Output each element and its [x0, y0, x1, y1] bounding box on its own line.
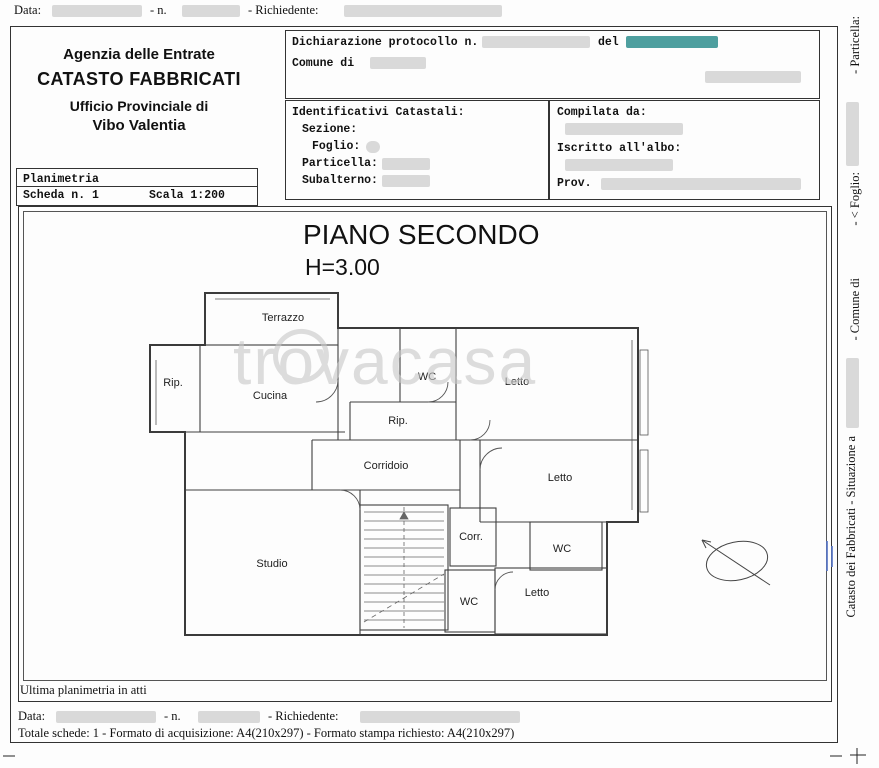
- redacted-footer-date: [56, 711, 156, 723]
- sezione-label: Sezione:: [302, 123, 358, 136]
- redacted-margin-2: [846, 358, 859, 428]
- agency-line2: CATASTO FABBRICATI: [37, 69, 241, 89]
- footer-data-label: Data:: [18, 709, 46, 723]
- redacted-number: [182, 5, 240, 17]
- watermark-pre: tr: [233, 324, 278, 398]
- redacted-extra: [705, 71, 801, 83]
- crop-marks: [3, 748, 866, 764]
- redacted-richiedente: [344, 5, 502, 17]
- redacted-subalterno: [382, 175, 430, 187]
- redacted-foglio: [366, 141, 380, 153]
- agency-line1: Agenzia delle Entrate: [63, 46, 215, 63]
- redacted-protocol-date: [626, 36, 718, 48]
- redacted-footer-richiedente: [360, 711, 520, 723]
- footer-richiedente-label: - Richiedente:: [268, 709, 339, 723]
- margin-foglio-label: - < Foglio:: [848, 172, 862, 226]
- redacted-date: [52, 5, 142, 17]
- albo-label: Iscritto all'albo:: [557, 142, 682, 155]
- planimetria-box: Planimetria Scheda n. 1 Scala 1:200: [16, 168, 258, 206]
- document-border: [10, 26, 838, 743]
- compilata-box: Compilata da: Iscritto all'albo: Prov.: [548, 100, 820, 200]
- totale-schede-label: Totale schede: 1 - Formato di acquisizio…: [18, 726, 515, 740]
- declaration-del-label: del: [598, 36, 619, 49]
- identificativi-box: Identificativi Catastali: Sezione: Fogli…: [285, 100, 550, 200]
- planimetria-title: Planimetria: [23, 173, 99, 186]
- ultima-planimetria-label: Ultima planimetria in atti: [20, 683, 147, 697]
- identificativi-title: Identificativi Catastali:: [292, 106, 465, 119]
- compilata-title: Compilata da:: [557, 106, 647, 119]
- foglio-label: Foglio:: [312, 140, 361, 153]
- redacted-albo: [565, 159, 673, 171]
- particella-label: Particella:: [302, 157, 378, 170]
- margin-comune-label: - Comune di: [848, 278, 862, 341]
- watermark-post: vacasa: [316, 324, 538, 398]
- declaration-box: Dichiarazione protocollo n. del Comune d…: [285, 30, 820, 99]
- plan-title: PIANO SECONDO: [303, 219, 540, 250]
- redacted-prov: [601, 178, 801, 190]
- agency-line4: Vibo Valentia: [92, 117, 186, 134]
- declaration-comune-label: Comune di: [292, 57, 355, 70]
- header-n-label: - n.: [150, 3, 167, 17]
- redacted-margin-1: [846, 102, 859, 166]
- plan-height-label: H=3.00: [305, 254, 380, 280]
- redacted-protocol-number: [482, 36, 590, 48]
- redacted-comune: [370, 57, 426, 69]
- prov-label: Prov.: [557, 177, 592, 190]
- redacted-footer-number: [198, 711, 260, 723]
- agency-header: Agenzia delle Entrate CATASTO FABBRICATI…: [20, 46, 258, 134]
- plan-outer-frame: [18, 206, 832, 702]
- redacted-particella: [382, 158, 430, 170]
- agency-line3: Ufficio Provinciale di: [69, 98, 209, 114]
- header-data-label: Data:: [14, 3, 42, 17]
- scheda-label: Scheda n. 1: [23, 189, 99, 202]
- scala-label: Scala 1:200: [149, 189, 225, 202]
- declaration-protocol-label: Dichiarazione protocollo n.: [292, 36, 479, 49]
- margin-catasto-label: Catasto dei Fabbricati - Situazione a: [844, 436, 858, 618]
- subalterno-label: Subalterno:: [302, 174, 378, 187]
- margin-particella-label: - Particella:: [848, 16, 862, 74]
- footer-n-label: - n.: [164, 709, 181, 723]
- redacted-compilata: [565, 123, 683, 135]
- plan-inner-frame: [23, 211, 827, 681]
- header-richiedente-label: - Richiedente:: [248, 3, 319, 17]
